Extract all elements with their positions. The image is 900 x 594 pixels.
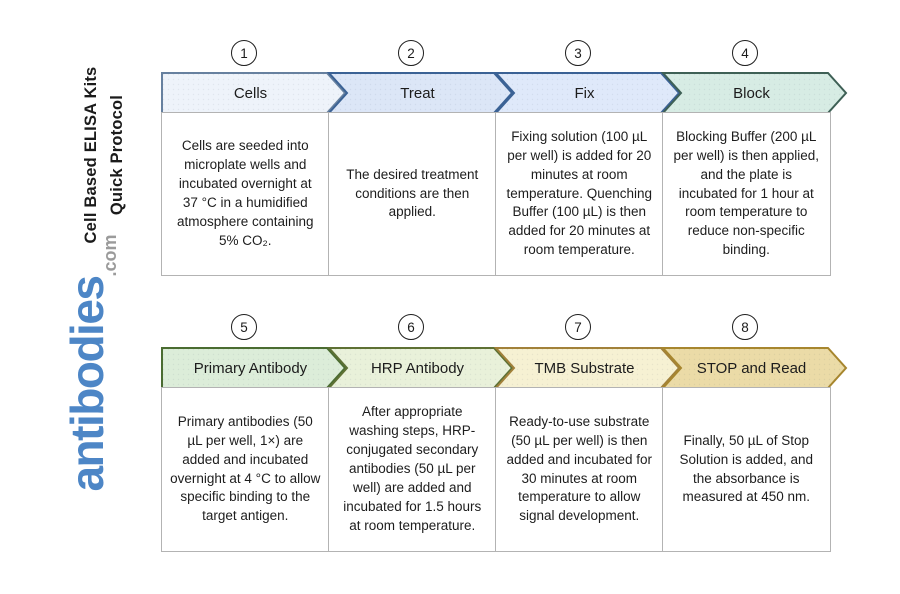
step-1-circle: 1 xyxy=(231,40,257,66)
step-3-description: Fixing solution (100 µL per well) is add… xyxy=(506,128,653,258)
step-3-description-box: Fixing solution (100 µL per well) is add… xyxy=(495,112,664,276)
step-7-circle: 7 xyxy=(565,314,591,340)
antibodies-logo: antibodies .com xyxy=(60,228,130,498)
step-2-chevron-texture xyxy=(329,73,512,113)
step-5-chevron-texture xyxy=(162,348,345,388)
step-4-description-box: Blocking Buffer (200 µL per well) is the… xyxy=(662,112,831,276)
step-3-chevron-texture xyxy=(496,73,679,113)
step-4-label: Block xyxy=(733,84,770,102)
chevron-row-2: Primary Antibody HRP Antibody TMB Substr… xyxy=(161,347,864,389)
step-1-description: Cells are seeded into microplate wells a… xyxy=(176,138,314,248)
step-5-description-box: Primary antibodies (50 µL per well, 1×) … xyxy=(161,387,330,552)
step-1-description-box: Cells are seeded into microplate wells a… xyxy=(161,112,330,276)
step-1-chevron xyxy=(161,72,347,114)
step-8-description-box: Finally, 50 µL of Stop Solution is added… xyxy=(662,387,831,552)
step-6-circle: 6 xyxy=(398,314,424,340)
step-6-chevron-texture xyxy=(329,348,512,388)
step-6-chevron xyxy=(326,347,514,389)
step-1-label: Cells xyxy=(233,84,268,102)
step-7-description: Ready-to-use substrate (50 µL per well) … xyxy=(506,413,653,524)
step-1-chevron-texture xyxy=(162,73,345,113)
step-8-circle: 8 xyxy=(732,314,758,340)
step-2-chevron xyxy=(326,72,514,114)
step-4-number: 4 xyxy=(741,45,749,61)
step-7-chevron-texture xyxy=(496,348,679,388)
step-8-chevron-texture xyxy=(663,348,846,388)
step-7-label: TMB Substrate xyxy=(534,359,635,377)
description-row-2: Primary antibodies (50 µL per well, 1×) … xyxy=(161,387,831,552)
step-5-number: 5 xyxy=(240,319,248,335)
step-2-circle: 2 xyxy=(398,40,424,66)
step-8-label: STOP and Read xyxy=(696,359,807,377)
step-4-chevron-texture xyxy=(663,73,846,113)
step-5-description: Primary antibodies (50 µL per well, 1×) … xyxy=(170,413,321,524)
step-2-label: Treat xyxy=(400,84,435,102)
step-5-circle: 5 xyxy=(231,314,257,340)
step-6-number: 6 xyxy=(407,319,415,335)
step-3-label: Fix xyxy=(574,84,595,102)
step-8-number: 8 xyxy=(741,319,749,335)
logo-suffix: .com xyxy=(100,234,120,277)
description-row-1: Cells are seeded into microplate wells a… xyxy=(161,112,831,276)
step-7-chevron xyxy=(493,347,681,389)
step-5-chevron xyxy=(161,347,347,389)
logo-text: antibodies xyxy=(61,276,113,492)
step-2-description-box: The desired treatment conditions are the… xyxy=(328,112,497,276)
step-2-number: 2 xyxy=(407,45,415,61)
step-7-description-box: Ready-to-use substrate (50 µL per well) … xyxy=(495,387,664,552)
step-1-number: 1 xyxy=(240,45,248,61)
step-4-description: Blocking Buffer (200 µL per well) is the… xyxy=(673,128,820,258)
step-3-circle: 3 xyxy=(565,40,591,66)
step-3-number: 3 xyxy=(574,45,582,61)
step-6-description-box: After appropriate washing steps, HRP-con… xyxy=(328,387,497,552)
step-5-label: Primary Antibody xyxy=(193,359,308,377)
step-2-description: The desired treatment conditions are the… xyxy=(346,166,479,220)
step-4-circle: 4 xyxy=(732,40,758,66)
step-7-number: 7 xyxy=(574,319,582,335)
step-4-chevron xyxy=(660,72,848,114)
step-6-label: HRP Antibody xyxy=(370,359,465,377)
step-6-description: After appropriate washing steps, HRP-con… xyxy=(343,404,482,533)
step-8-description: Finally, 50 µL of Stop Solution is added… xyxy=(679,432,814,505)
page-title-line1: Cell Based ELISA Kits xyxy=(82,66,100,244)
chevron-row-1: Cells Treat Fix Block xyxy=(161,72,864,114)
page-title-line2: Quick Protocol xyxy=(108,94,126,216)
step-3-chevron xyxy=(493,72,681,114)
